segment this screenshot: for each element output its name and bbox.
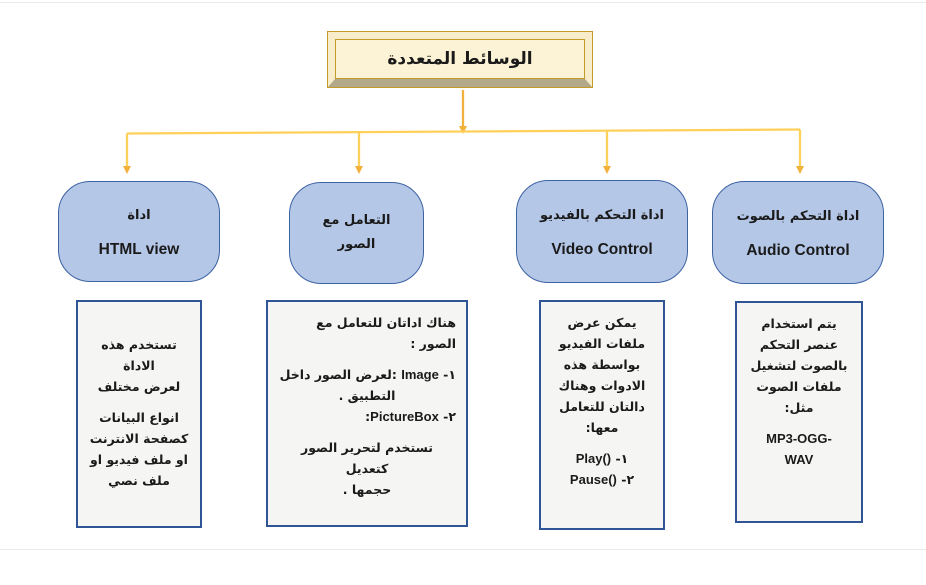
arabic-segment: الادوات وهناك: [558, 378, 646, 393]
detail-line: WAV: [744, 449, 854, 470]
detail-line: دالتان للتعامل: [548, 396, 656, 417]
arabic-segment: ملفات الفيديو: [558, 336, 646, 351]
node-video-control: اداة التحكم بالفيديو Video Control: [516, 180, 688, 283]
node-title-english: Video Control: [551, 241, 653, 258]
arabic-segment: بالصوت لتشغيل: [750, 358, 848, 373]
detail-line: ١- Play(): [548, 448, 656, 469]
detail-line: التطبيق .: [278, 385, 456, 406]
arrowhead-root: [459, 126, 467, 134]
latin-segment: WAV: [784, 452, 814, 467]
latin-segment: Pause(): [569, 472, 617, 487]
detail-line: يتم استخدام: [744, 313, 854, 334]
root-title-panel: الوسائط المتعددة: [335, 39, 585, 79]
arabic-segment: ٢-: [438, 409, 456, 424]
detail-line: بالصوت لتشغيل: [744, 355, 854, 376]
arrowhead-image-handling: [355, 166, 363, 174]
latin-segment: Play(): [575, 451, 612, 466]
detail-line: ملفات الصوت: [744, 376, 854, 397]
latin-segment: PictureBox: [370, 409, 439, 424]
connector-horizontal-bar: [126, 128, 801, 135]
arabic-segment: او ملف فيديو او: [90, 452, 188, 467]
arabic-segment: كصفحة الانترنت: [89, 431, 189, 446]
node-title-english: HTML view: [98, 241, 180, 258]
arabic-segment: مثل:: [784, 400, 814, 415]
root-title-bevel: الوسائط المتعددة: [328, 32, 592, 87]
node-audio-control: اداة التحكم بالصوت Audio Control: [712, 181, 884, 284]
detail-line: هناك اداتان للتعامل مع الصور :: [278, 312, 456, 354]
arabic-segment: ملفات الصوت: [756, 379, 842, 394]
arabic-segment: ملف نصي: [108, 473, 170, 488]
node-image-handling: التعامل مع الصور: [289, 182, 424, 284]
detail-line: الادوات وهناك: [548, 375, 656, 396]
detail-line: ملفات الفيديو: [548, 333, 656, 354]
arrowhead-audio-control: [796, 166, 804, 174]
arabic-segment: ١-: [611, 451, 629, 466]
detail-line: بواسطة هذه: [548, 354, 656, 375]
arabic-segment: التطبيق .: [338, 388, 396, 403]
root-title-box: الوسائط المتعددة: [327, 31, 593, 88]
detail-line: يمكن عرض: [548, 312, 656, 333]
page-edge-top: [0, 2, 926, 3]
arabic-segment: بواسطة هذه: [563, 357, 641, 372]
detail-line: ملف نصي: [85, 470, 193, 491]
detail-line: ٢- PictureBox:: [278, 406, 456, 427]
detail-line: انواع البيانات: [85, 407, 193, 428]
detail-line: MP3-OGG-: [744, 428, 854, 449]
detail-line: لعرض مختلف: [85, 376, 193, 397]
detail-image-handling: هناك اداتان للتعامل مع الصور : ١- Image :…: [266, 300, 468, 527]
latin-segment: MP3-OGG-: [766, 431, 832, 446]
arabic-segment: حجمها .: [342, 482, 392, 497]
latin-segment: Image: [401, 367, 439, 382]
arrowhead-html-view: [123, 166, 131, 174]
detail-line: كصفحة الانترنت: [85, 428, 193, 449]
detail-line: تستخدم لتحرير الصور كتعديل: [278, 437, 456, 479]
arabic-segment: تستخدم لتحرير الصور كتعديل: [301, 440, 433, 476]
node-title-arabic: التعامل مع الصور: [322, 213, 391, 252]
detail-audio-control: يتم استخدام عنصر التحكم بالصوت لتشغيل ملفات…: [735, 301, 863, 523]
node-title-english: Audio Control: [746, 242, 850, 259]
arabic-segment: تستخدم هذه الاداة: [101, 337, 177, 373]
node-title-arabic: اداة التحكم بالفيديو: [540, 208, 664, 223]
arabic-segment: لعرض مختلف: [97, 379, 181, 394]
detail-line: ١- Image :لعرض الصور داخل: [278, 364, 456, 385]
page-edge-bottom: [0, 549, 926, 550]
detail-line: تستخدم هذه الاداة: [85, 334, 193, 376]
root-title-text: الوسائط المتعددة: [387, 49, 533, 69]
arabic-segment: يمكن عرض: [567, 315, 637, 330]
detail-video-control: يمكن عرض ملفات الفيديو بواسطة هذه الادوات و…: [539, 300, 665, 530]
node-title-arabic: اداة: [127, 208, 151, 223]
arabic-segment: :: [365, 409, 371, 424]
detail-line: ٢- Pause(): [548, 469, 656, 490]
detail-line: او ملف فيديو او: [85, 449, 193, 470]
detail-line: معها:: [548, 417, 656, 438]
arabic-segment: هناك اداتان للتعامل مع الصور :: [316, 315, 456, 351]
node-title-arabic: اداة التحكم بالصوت: [736, 209, 860, 224]
detail-line: حجمها .: [278, 479, 456, 500]
arabic-segment: انواع البيانات: [99, 410, 179, 425]
arabic-segment: :لعرض الصور داخل: [279, 367, 402, 382]
detail-line: عنصر التحكم: [744, 334, 854, 355]
arabic-segment: معها:: [585, 420, 619, 435]
arabic-segment: ٢-: [616, 472, 635, 487]
arrowhead-video-control: [603, 166, 611, 174]
arabic-segment: ١-: [438, 367, 456, 382]
arabic-segment: دالتان للتعامل: [559, 399, 645, 414]
detail-line: مثل:: [744, 397, 854, 418]
arabic-segment: يتم استخدام: [761, 316, 837, 331]
arabic-segment: عنصر التحكم: [759, 337, 839, 352]
detail-html-view: تستخدم هذه الاداة لعرض مختلف انواع البيانا…: [76, 300, 202, 528]
node-html-view: اداة HTML view: [58, 181, 220, 282]
